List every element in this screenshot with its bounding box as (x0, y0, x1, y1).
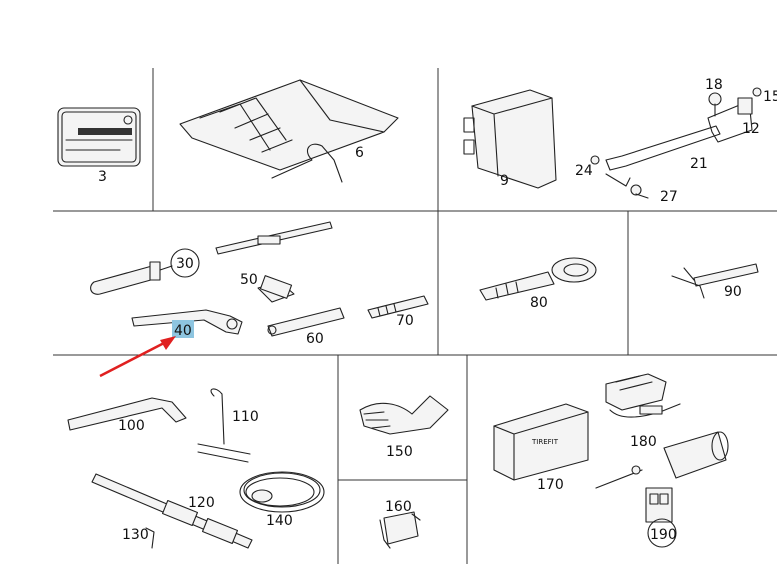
label-3[interactable]: 3 (98, 169, 107, 185)
label-80[interactable]: 80 (530, 295, 548, 311)
label-90[interactable]: 90 (724, 284, 742, 300)
callout-circle-30 (170, 248, 200, 278)
label-30[interactable]: 30 (176, 256, 194, 272)
part-cable-coil[interactable] (239, 471, 325, 513)
part-control-unit[interactable] (463, 89, 557, 189)
part-documents-folder[interactable] (57, 107, 141, 167)
label-120[interactable]: 120 (188, 495, 215, 511)
label-70[interactable]: 70 (396, 313, 414, 329)
part-gloves[interactable] (359, 395, 449, 435)
label-9[interactable]: 9 (500, 173, 509, 189)
label-150[interactable]: 150 (386, 444, 413, 460)
label-190[interactable]: 190 (650, 527, 677, 543)
label-40[interactable]: 40 (174, 323, 192, 339)
label-12[interactable]: 12 (742, 121, 760, 137)
label-100[interactable]: 100 (118, 418, 145, 434)
highlight-40 (172, 320, 194, 338)
label-27[interactable]: 27 (660, 189, 678, 205)
part-wheel-wrench[interactable] (131, 309, 243, 335)
label-24[interactable]: 24 (575, 163, 593, 179)
label-110[interactable]: 110 (232, 409, 259, 425)
callout-circle-190 (647, 518, 677, 548)
part-towing-eye[interactable] (479, 257, 597, 301)
part-tool-roll[interactable] (179, 79, 399, 183)
part-rod-assembly[interactable] (590, 87, 762, 199)
part-threaded-pin[interactable] (367, 295, 429, 319)
part-sealant-bottle[interactable] (595, 431, 729, 523)
label-130[interactable]: 130 (122, 527, 149, 543)
label-21[interactable]: 21 (690, 156, 708, 172)
label-6[interactable]: 6 (355, 145, 364, 161)
grid-lines (53, 68, 777, 564)
part-extension-bar[interactable] (267, 307, 345, 337)
label-15[interactable]: 15 (763, 89, 777, 105)
part-labels: 3 6 9 12 15 18 21 24 27 30 40 50 60 70 8… (98, 77, 777, 543)
label-170[interactable]: 170 (537, 477, 564, 493)
label-50[interactable]: 50 (240, 272, 258, 288)
tirefit-box-text: TIREFIT (531, 438, 559, 446)
label-140[interactable]: 140 (266, 513, 293, 529)
part-crank-handle[interactable] (67, 397, 187, 431)
part-t-hook[interactable] (197, 388, 251, 463)
label-18[interactable]: 18 (705, 77, 723, 93)
part-tie-strap[interactable] (91, 473, 253, 549)
label-60[interactable]: 60 (306, 331, 324, 347)
part-socket[interactable] (257, 275, 295, 303)
pointer-arrow (99, 336, 176, 378)
label-180[interactable]: 180 (630, 434, 657, 450)
part-compressor[interactable] (605, 373, 681, 418)
label-160[interactable]: 160 (385, 499, 412, 515)
part-holder[interactable] (379, 511, 421, 549)
part-hook-tool[interactable] (671, 263, 759, 299)
part-screwdriver[interactable] (90, 221, 333, 295)
part-tirefit-box[interactable]: TIREFIT (493, 403, 589, 481)
